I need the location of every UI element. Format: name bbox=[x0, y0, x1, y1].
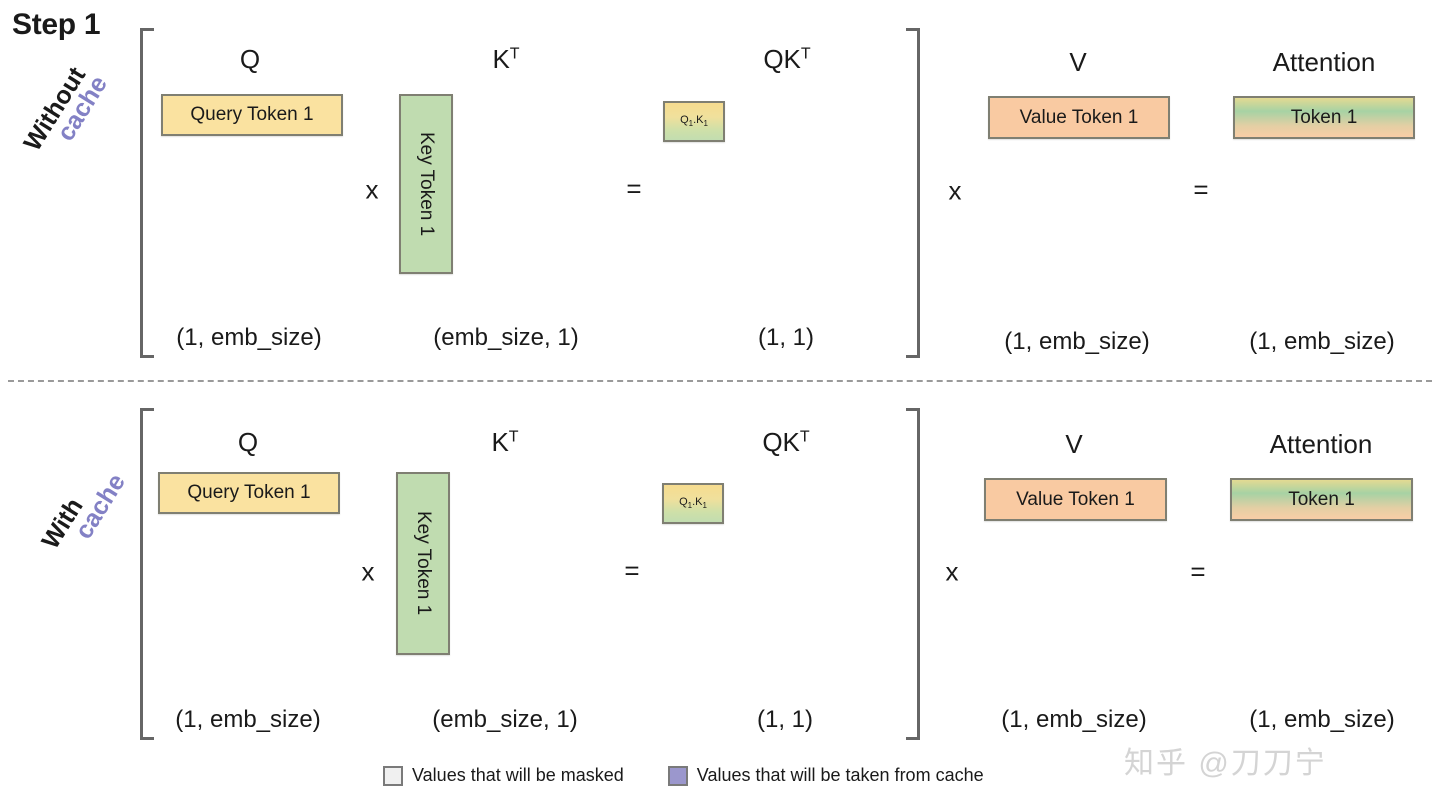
matrix-bracket-right-with bbox=[906, 408, 920, 740]
legend-item-cache: Values that will be taken from cache bbox=[667, 765, 984, 786]
header-q-text: Q bbox=[239, 44, 261, 74]
legend-label-masked: Values that will be masked bbox=[412, 765, 624, 785]
matrix-box-query-without[interactable]: Query Token 1 bbox=[161, 94, 343, 136]
operator-equals-1-with: = bbox=[624, 555, 640, 586]
header-v-text: V bbox=[1065, 429, 1083, 459]
page-title: Step 1 bbox=[12, 8, 101, 41]
header-v-text: V bbox=[1069, 47, 1087, 77]
header-v-with: V bbox=[1065, 429, 1082, 460]
operator-multiply-1-with: x bbox=[361, 556, 375, 587]
section-label-without-cache: Without cache bbox=[18, 60, 113, 168]
matrix-box-qk-label: Q1.K1 bbox=[679, 496, 707, 511]
matrix-box-key-label: Key Token 1 bbox=[416, 131, 437, 237]
header-attention-without: Attention bbox=[1273, 47, 1376, 78]
matrix-bracket-right-without bbox=[906, 28, 920, 358]
operator-equals-2-without: = bbox=[1193, 174, 1209, 205]
legend-swatch-cache-icon bbox=[667, 765, 688, 786]
matrix-box-attention-with[interactable]: Token 1 bbox=[1230, 478, 1413, 521]
dim-attention-with: (1, emb_size) bbox=[1249, 706, 1395, 733]
matrix-box-qk-without[interactable]: Q1.K1 bbox=[663, 101, 725, 142]
operator-equals-1-without: = bbox=[626, 173, 642, 204]
operator-equals-2-with: = bbox=[1190, 556, 1206, 587]
matrix-bracket-left-without bbox=[140, 28, 154, 358]
section-divider bbox=[8, 380, 1432, 382]
matrix-box-key-without[interactable]: Key Token 1 bbox=[399, 94, 453, 274]
dim-k-with: (emb_size, 1) bbox=[432, 706, 578, 733]
dim-q-without: (1, emb_size) bbox=[176, 324, 322, 351]
header-qk-superscript: T bbox=[799, 428, 810, 446]
matrix-box-key-with[interactable]: Key Token 1 bbox=[396, 472, 450, 655]
header-qkt-without: QKT bbox=[763, 44, 810, 75]
dim-attention-without: (1, emb_size) bbox=[1249, 328, 1395, 355]
matrix-box-key-label: Key Token 1 bbox=[413, 511, 434, 616]
matrix-box-attention-label: Token 1 bbox=[1288, 488, 1355, 510]
header-qkt-with: QKT bbox=[762, 427, 809, 458]
header-qk-superscript: T bbox=[800, 45, 811, 63]
dim-v-without: (1, emb_size) bbox=[1004, 328, 1150, 355]
matrix-bracket-left-with bbox=[140, 408, 154, 740]
operator-multiply-2-with: x bbox=[945, 556, 959, 587]
matrix-box-value-label: Value Token 1 bbox=[1016, 488, 1135, 510]
section-label-with-cache: With cache bbox=[36, 458, 131, 566]
header-q-text: Q bbox=[237, 427, 259, 457]
header-k-superscript: T bbox=[508, 428, 519, 446]
header-attention-text: Attention bbox=[1269, 429, 1373, 459]
matrix-box-qk-label: Q1.K1 bbox=[680, 114, 708, 129]
header-k-text: K bbox=[492, 44, 510, 74]
header-kt-without: KT bbox=[492, 44, 519, 75]
header-q-with: Q bbox=[238, 427, 258, 458]
legend: Values that will be masked Values that w… bbox=[383, 765, 984, 786]
matrix-box-query-with[interactable]: Query Token 1 bbox=[158, 472, 340, 514]
matrix-box-value-without[interactable]: Value Token 1 bbox=[988, 96, 1170, 139]
dim-k-without: (emb_size, 1) bbox=[433, 324, 579, 351]
watermark: 知乎 @刀刀宁 bbox=[1124, 747, 1327, 780]
dim-v-with: (1, emb_size) bbox=[1001, 706, 1147, 733]
header-attention-with: Attention bbox=[1270, 429, 1373, 460]
header-kt-with: KT bbox=[491, 427, 518, 458]
operator-multiply-2-without: x bbox=[948, 175, 962, 206]
dim-q-with: (1, emb_size) bbox=[175, 706, 321, 733]
matrix-box-query-label: Query Token 1 bbox=[190, 104, 314, 125]
matrix-box-value-with[interactable]: Value Token 1 bbox=[984, 478, 1167, 521]
header-k-text: K bbox=[491, 427, 509, 457]
operator-multiply-1-without: x bbox=[365, 174, 379, 205]
matrix-box-attention-without[interactable]: Token 1 bbox=[1233, 96, 1415, 139]
matrix-box-attention-label: Token 1 bbox=[1290, 106, 1358, 128]
header-v-without: V bbox=[1069, 47, 1086, 78]
dim-qk-without: (1, 1) bbox=[757, 324, 815, 351]
dim-qk-with: (1, 1) bbox=[756, 706, 814, 733]
header-qk-text: QK bbox=[763, 44, 801, 74]
header-k-superscript: T bbox=[509, 45, 520, 63]
legend-item-masked: Values that will be masked bbox=[383, 765, 624, 786]
legend-swatch-masked-icon bbox=[383, 765, 403, 786]
legend-label-cache: Values that will be taken from cache bbox=[696, 765, 984, 785]
header-q-without: Q bbox=[240, 44, 260, 75]
header-qk-text: QK bbox=[762, 427, 800, 457]
header-attention-text: Attention bbox=[1272, 47, 1376, 77]
matrix-box-value-label: Value Token 1 bbox=[1019, 106, 1139, 128]
matrix-box-qk-with[interactable]: Q1.K1 bbox=[662, 483, 724, 524]
matrix-box-query-label: Query Token 1 bbox=[187, 482, 311, 503]
